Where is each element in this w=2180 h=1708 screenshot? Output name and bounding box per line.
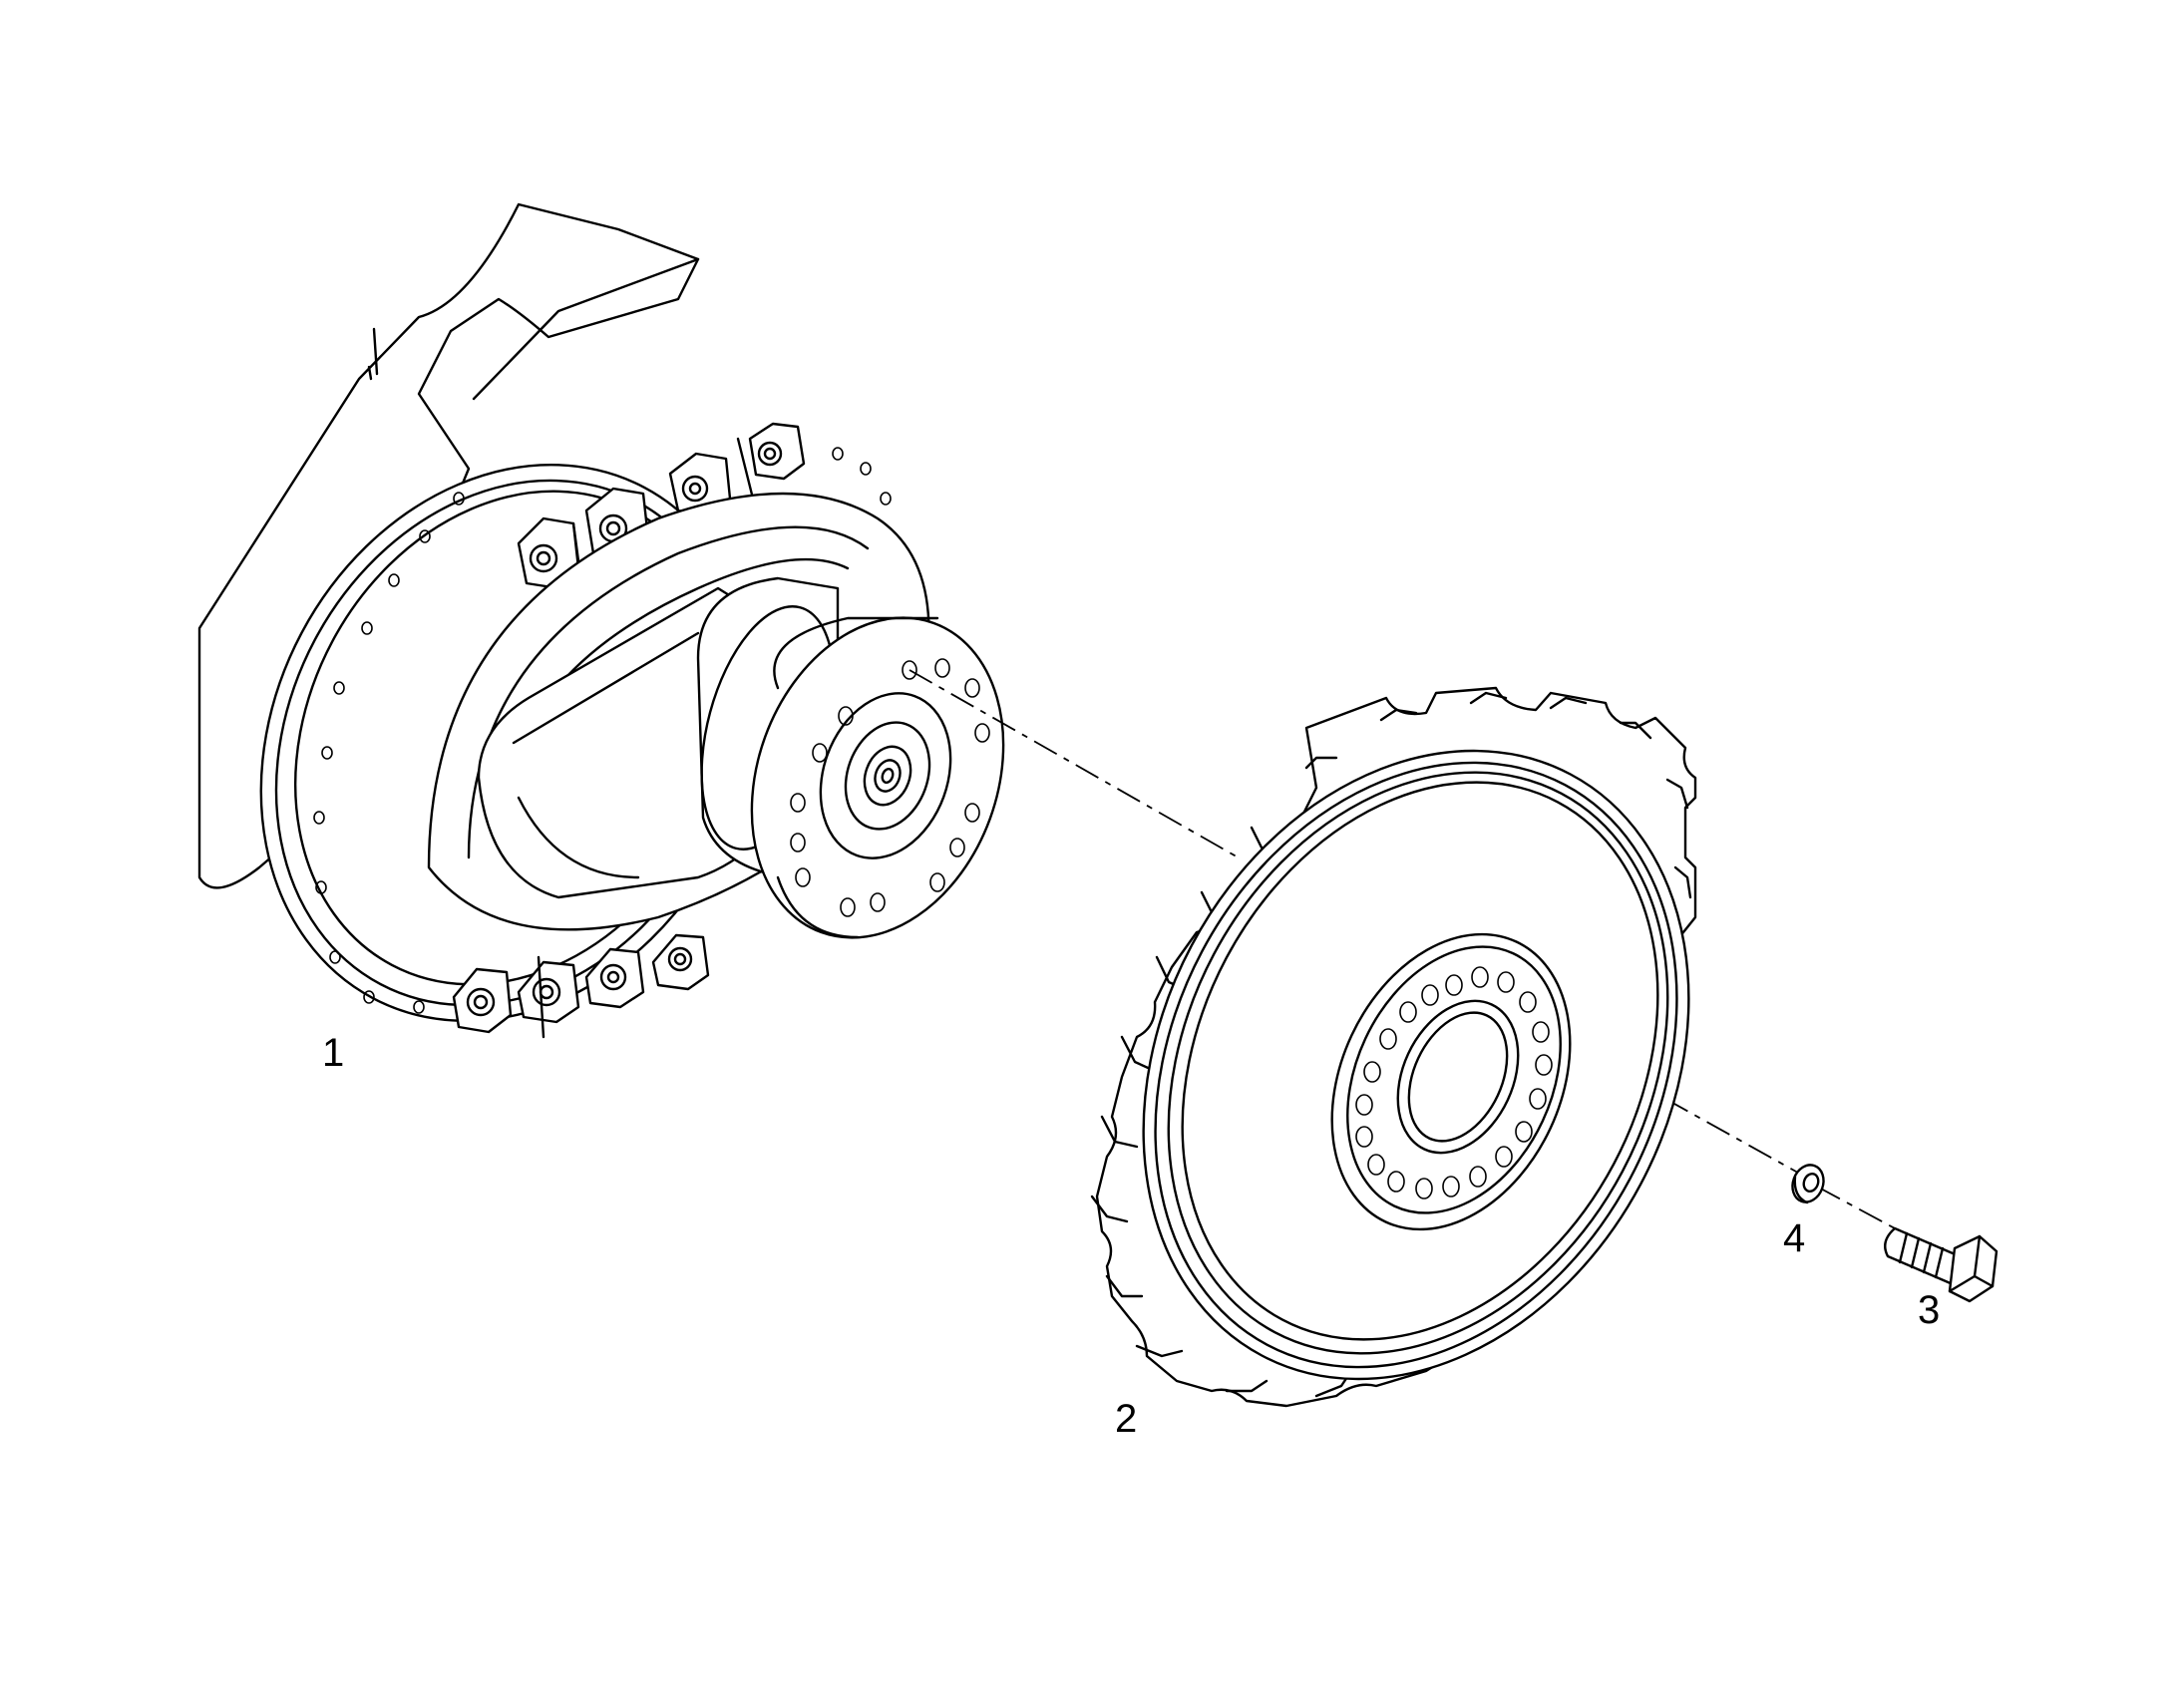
flange-bolt-holes xyxy=(313,447,892,1014)
drive-flange-holes xyxy=(790,658,990,917)
sprocket-hub-holes xyxy=(1355,966,1553,1199)
callout-3: 3 xyxy=(1918,1288,1940,1332)
callout-1: 1 xyxy=(322,1031,344,1075)
drive-flange xyxy=(750,616,1005,939)
sprocket-hub xyxy=(1330,932,1572,1231)
callout-4: 4 xyxy=(1783,1216,1805,1260)
bolt-shank xyxy=(1884,1226,1962,1286)
bolt xyxy=(1884,1226,1998,1303)
washer xyxy=(1791,1164,1825,1204)
sprocket xyxy=(1090,686,1697,1408)
callout-2: 2 xyxy=(1115,1397,1137,1441)
bolt-head xyxy=(1948,1234,1998,1303)
final-drive-assembly xyxy=(197,202,1005,1039)
